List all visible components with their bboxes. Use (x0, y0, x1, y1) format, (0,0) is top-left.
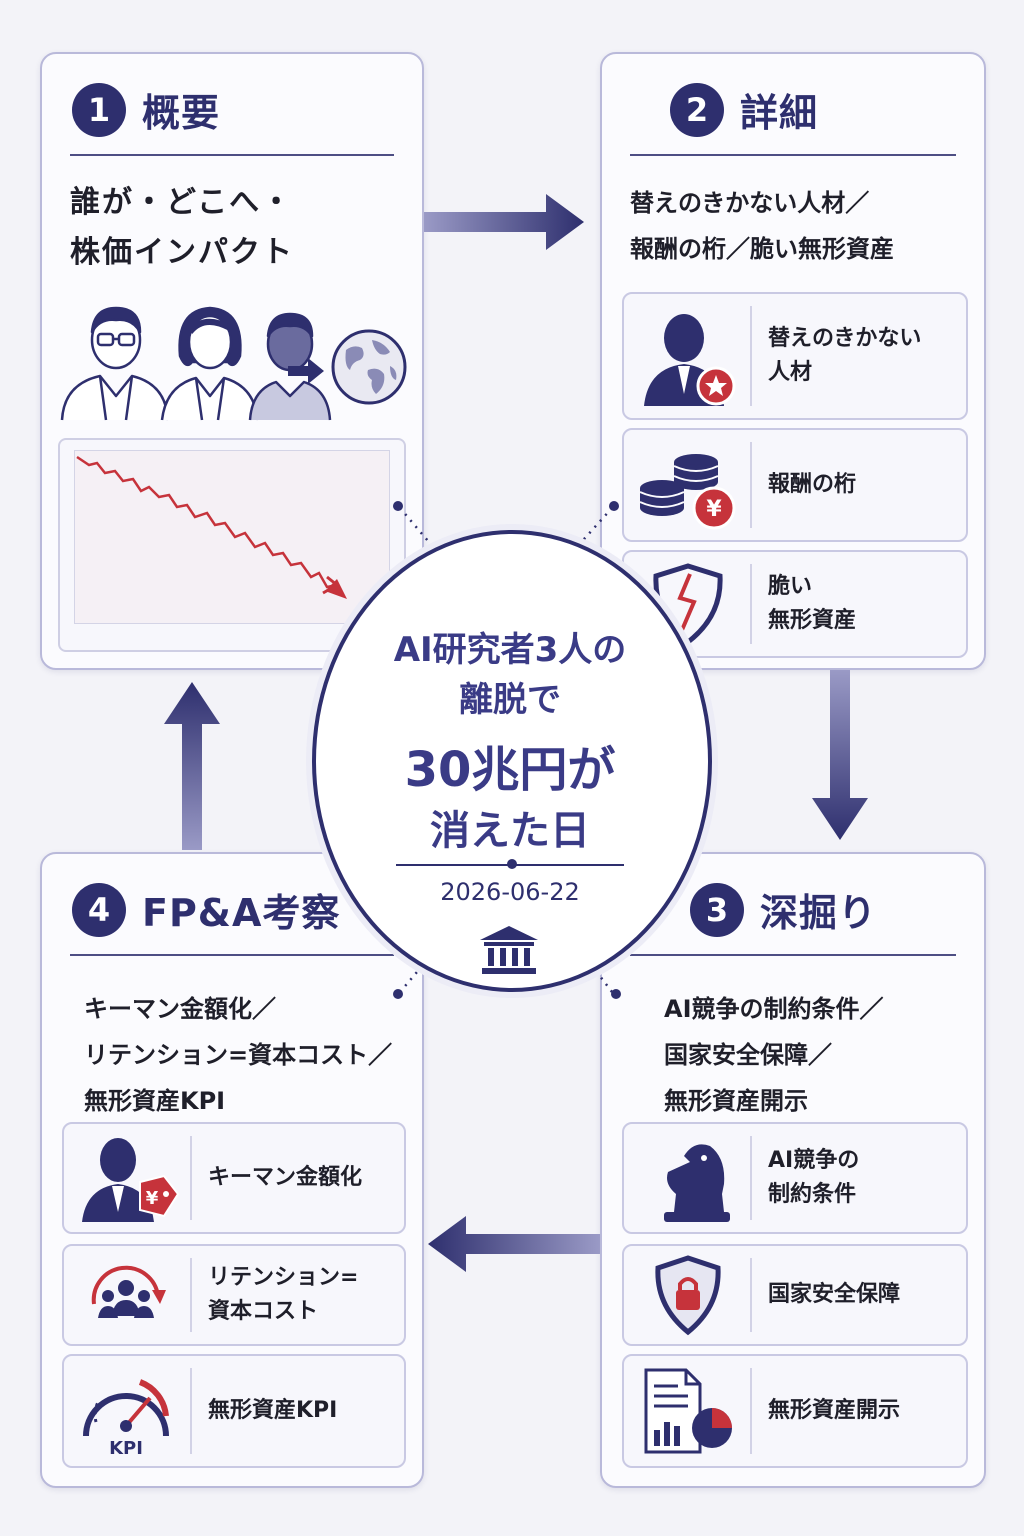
flow-arrow-down (812, 670, 868, 840)
bank-icon (480, 926, 538, 974)
svg-text:¥: ¥ (146, 1188, 159, 1209)
item-label: 替えのきかない 人材 (768, 326, 922, 385)
person-star-icon (644, 314, 736, 406)
item-label: 無形資産開示 (768, 1398, 901, 1423)
center-title-line3: 30兆円が (404, 742, 616, 798)
panel-details: 2 詳細 替えのきかない人材／ 報酬の桁／脆い無形資産 替えのきかない 人材 (600, 52, 986, 670)
dotted-connectors (393, 501, 621, 999)
divider (630, 154, 956, 156)
chart-area (74, 450, 390, 624)
divider (70, 954, 394, 956)
item-label: リテンション= 資本コスト (208, 1265, 359, 1324)
coins-yen-icon: ¥ (639, 454, 736, 530)
center-title-line1: AI研究者3人の (393, 630, 627, 670)
item-label: 報酬の桁 (768, 472, 857, 497)
panel-fpa-insights: 4 FP&A考察 キーマン金額化／ リテンション=資本コスト／ 無形資産KPI … (40, 852, 424, 1488)
chess-knight-icon (664, 1144, 730, 1222)
panel-header: 1 概要 (72, 82, 220, 137)
panel-overview: 1 概要 誰が・どこへ・ 株価インパクト (40, 52, 424, 670)
center-title-circle: AI研究者3人の 離脱で 30兆円が 消えた日 2026-06-22 (312, 530, 712, 992)
broken-shield-icon (653, 563, 723, 646)
panel-title: 詳細 (740, 91, 819, 135)
item-label: 無形資産KPI (208, 1398, 338, 1423)
person-yen-tag-icon: ¥ (82, 1138, 180, 1222)
item-ai-competition-constraints: AI競争の 制約条件 (622, 1122, 968, 1234)
stock-decline-line (76, 455, 347, 599)
item-compensation-scale: ¥ 報酬の桁 (622, 428, 968, 542)
item-label: AI競争の 制約条件 (768, 1148, 860, 1207)
item-label: キーマン金額化 (208, 1165, 363, 1190)
researchers-icon (60, 306, 332, 421)
center-date: 2026-06-22 (440, 878, 580, 906)
step-badge-3: 3 (690, 882, 744, 937)
panel-header: 2 詳細 (670, 82, 818, 137)
item-irreplaceable-talent: 替えのきかない 人材 (622, 292, 968, 420)
item-label: 国家安全保障 (768, 1282, 901, 1307)
panel-subtitle: 誰が・どこへ・ 株価インパクト (70, 185, 294, 270)
flow-arrow-right (424, 194, 584, 250)
item-intangible-disclosure: 無形資産開示 (622, 1354, 968, 1468)
shield-lock-icon (655, 1255, 721, 1336)
globe-icon (331, 329, 407, 405)
svg-text:¥: ¥ (706, 497, 722, 522)
gauge-label: KPI (109, 1438, 143, 1458)
item-retention-cost-of-capital: リテンション= 資本コスト (62, 1244, 406, 1346)
kpi-gauge-icon: KPI (83, 1379, 169, 1458)
step-badge-2: 2 (670, 82, 724, 137)
panel-title: 概要 (142, 91, 221, 135)
step-badge-4: 4 (72, 882, 126, 937)
center-title-line2: 離脱で (459, 680, 561, 720)
item-label: 脆い 無形資産 (768, 574, 857, 633)
panel-subtitle: AI競争の制約条件／ 国家安全保障／ 無形資産開示 (664, 995, 884, 1115)
panel-title: 深掘り (760, 891, 878, 935)
divider (630, 954, 956, 956)
team-cycle-icon (91, 1265, 166, 1318)
panel-deep-dive: 3 深掘り AI競争の制約条件／ 国家安全保障／ 無形資産開示 AI競争の 制約… (600, 852, 986, 1488)
stock-chart (58, 438, 406, 652)
step-badge-1: 1 (72, 82, 126, 137)
divider (70, 154, 394, 156)
flow-arrow-left (428, 1216, 600, 1272)
center-title-line4: 消えた日 (430, 808, 590, 854)
arrow-right-icon (288, 358, 324, 384)
panel-subtitle: 替えのきかない人材／ 報酬の桁／脆い無形資産 (630, 189, 894, 263)
report-chart-icon (644, 1368, 732, 1454)
panel-header: 3 深掘り (690, 882, 877, 937)
panel-header: 4 FP&A考察 (72, 882, 340, 937)
item-keyman-valuation: ¥ キーマン金額化 (62, 1122, 406, 1234)
panel-title: FP&A考察 (142, 891, 341, 935)
item-national-security: 国家安全保障 (622, 1244, 968, 1346)
panel-subtitle: キーマン金額化／ リテンション=資本コスト／ 無形資産KPI (84, 995, 393, 1115)
item-intangible-kpi: KPI 無形資産KPI (62, 1354, 406, 1468)
flow-arrow-up (164, 682, 220, 850)
